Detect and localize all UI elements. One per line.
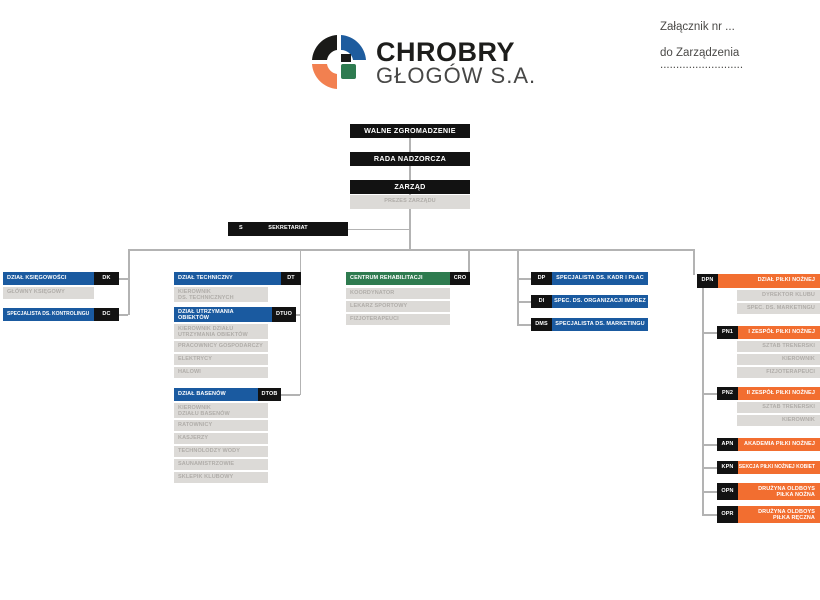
saunamistrzowie-box: SAUNAMISTRZOWIE — [174, 459, 268, 470]
opn-code-box: OPN — [717, 483, 738, 500]
glowny-ksiegowy-box: GŁÓWNY KSIĘGOWY — [3, 287, 94, 299]
connector-line — [517, 301, 531, 303]
dt-code-box: DT — [281, 272, 301, 285]
connector-line — [702, 514, 717, 516]
chrobry-logo-icon — [312, 35, 366, 89]
pn1-code-box: PN1 — [717, 326, 738, 339]
sztab-trenerski-box: SZTAB TRENERSKI — [737, 341, 820, 352]
cro-code-box: CRO — [450, 272, 470, 285]
kasjerzy-box: KASJERZY — [174, 433, 268, 444]
connector-line — [119, 278, 128, 280]
sekretariat-label: SEKRETARIAT — [268, 225, 308, 232]
kierownik-box: KIEROWNIK — [737, 354, 820, 365]
oldboys-nozna-box: DRUŻYNA OLDBOYS PIŁKA NOŻNA — [738, 483, 820, 500]
ratownicy-box: RATOWNICY — [174, 420, 268, 431]
elektrycy-box: ELEKTRYCY — [174, 354, 268, 365]
spec-marketingu-box: SPEC. DS. MARKETINGU — [737, 303, 820, 314]
connector-line — [702, 491, 717, 493]
connector-line — [517, 324, 531, 326]
dtob-code-box: DTOB — [258, 388, 281, 401]
apn-code-box: APN — [717, 438, 738, 451]
dzial-pilki-noznej-box: DZIAŁ PIŁKI NOŻNEJ — [718, 274, 820, 288]
connector-line — [348, 228, 409, 230]
rada-nadzorcza-box: RADA NADZORCZA — [350, 152, 470, 166]
connector-line — [296, 314, 301, 316]
sztab-trenerski-pn2-box: SZTAB TRENERSKI — [737, 402, 820, 413]
connector-line — [702, 467, 717, 469]
kierownik-utrzymania-box: KIEROWNIK DZIAŁU UTRZYMANIA OBIEKTÓW — [174, 324, 268, 339]
specjalista-kadr-box: SPECJALISTA DS. KADR I PŁAC — [552, 272, 648, 285]
dzial-ksiegowosci-box: DZIAŁ KSIĘGOWOŚCI — [3, 272, 94, 285]
brand-subname: GŁOGÓW S.A. — [376, 63, 537, 88]
dpn-code-box: DPN — [697, 274, 718, 288]
kpn-code-box: KPN — [717, 461, 738, 474]
dzial-utrzymania-obiektow-box: DZIAŁ UTRZYMANIA OBIEKTÓW — [174, 307, 272, 322]
sekretariat-box: S SEKRETARIAT — [228, 222, 348, 236]
connector-line — [517, 249, 519, 325]
kierownik-techniczny-box: KIEROWNIK DS. TECHNICZNYCH — [174, 287, 268, 302]
connector-line — [409, 138, 411, 152]
fizjoterapeuci-pn1-box: FIZJOTERAPEUCI — [737, 367, 820, 378]
kierownik-basenow-box: KIEROWNIK DZIAŁU BASENÓW — [174, 403, 268, 418]
connector-line — [281, 394, 300, 396]
connector-line — [299, 249, 301, 395]
connector-line — [128, 249, 694, 251]
specjalista-marketingu-box: SPECJALISTA DS. MARKETINGU — [552, 318, 648, 331]
dtuo-code-box: DTUO — [272, 307, 296, 322]
attachment-number-line: Załącznik nr ... — [660, 21, 735, 33]
oldboys-reczna-box: DRUŻYNA OLDBOYS PIŁKA RĘCZNA — [738, 506, 820, 523]
connector-line — [409, 194, 411, 250]
i-zespol-box: I ZESPÓŁ PIŁKI NOŻNEJ — [738, 326, 820, 339]
centrum-rehabilitacji-box: CENTRUM REHABILITACJI — [346, 272, 450, 285]
specjalista-kontrolingu-box: SPECJALISTA DS. KONTROLINGU — [3, 308, 94, 321]
dzial-techniczny-box: DZIAŁ TECHNICZNY — [174, 272, 281, 285]
connector-line — [693, 249, 695, 275]
connector-line — [702, 332, 717, 334]
sklepik-klubowy-box: SKLEPIK KLUBOWY — [174, 472, 268, 483]
connector-line — [702, 444, 717, 446]
dp-code-box: DP — [531, 272, 552, 285]
kierownik-pn2-box: KIEROWNIK — [737, 415, 820, 426]
attachment-order-line: do Zarządzenia .........................… — [660, 47, 744, 71]
dk-code-box: DK — [94, 272, 119, 285]
dyrektor-klubu-box: DYREKTOR KLUBU — [737, 290, 820, 301]
zarzad-box: ZARZĄD — [350, 180, 470, 194]
lekarz-sportowy-box: LEKARZ SPORTOWY — [346, 301, 450, 312]
prezes-zarzadu-box: PREZES ZARZĄDU — [350, 195, 470, 209]
technolodzy-wody-box: TECHNOLODZY WODY — [174, 446, 268, 457]
sekcja-kobiet-box: SEKCJA PIŁKI NOŻNEJ KOBIET — [738, 461, 820, 474]
dc-code-box: DC — [94, 308, 119, 321]
di-code-box: DI — [531, 295, 552, 308]
brand-name: CHROBRY — [376, 37, 516, 67]
connector-line — [468, 249, 470, 273]
spec-organizacji-imprez-box: SPEC. DS. ORGANIZACJI IMPREZ — [552, 295, 648, 308]
connector-line — [119, 314, 128, 316]
dzial-basenow-box: DZIAŁ BASENÓW — [174, 388, 258, 401]
connector-line — [702, 288, 704, 515]
opr-code-box: OPR — [717, 506, 738, 523]
dms-code-box: DMS — [531, 318, 552, 331]
fizjoterapeuci-box: FIZJOTERAPEUCI — [346, 314, 450, 325]
halowi-box: HALOWI — [174, 367, 268, 378]
walne-zgromadzenie-box: WALNE ZGROMADZENIE — [350, 124, 470, 138]
koordynator-box: KOORDYNATOR — [346, 288, 450, 299]
ii-zespol-box: II ZESPÓŁ PIŁKI NOŻNEJ — [738, 387, 820, 400]
pracownicy-gospodarczy-box: PRACOWNICY GOSPODARCZY — [174, 341, 268, 352]
connector-line — [517, 278, 531, 280]
connector-line — [128, 249, 130, 315]
connector-line — [702, 393, 717, 395]
connector-line — [409, 166, 411, 180]
pn2-code-box: PN2 — [717, 387, 738, 400]
akademia-box: AKADEMIA PIŁKI NOŻNEJ — [738, 438, 820, 451]
sekretariat-code: S — [239, 225, 243, 232]
